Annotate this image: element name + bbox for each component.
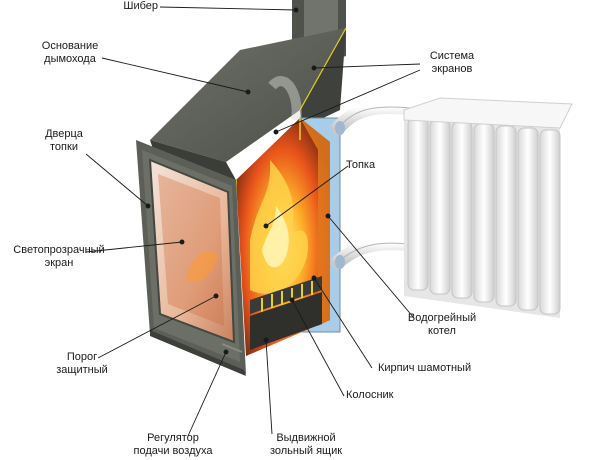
label-chimney-base: Основание дымохода <box>41 40 99 65</box>
label-firebox: Топка <box>346 159 376 171</box>
label-glass-screen: Светопрозрачный экран <box>13 244 105 269</box>
label-ash-drawer: Выдвижной зольный ящик <box>269 432 343 457</box>
firebox <box>235 118 330 356</box>
fire-door <box>136 140 246 376</box>
ash-drawer <box>250 292 322 350</box>
label-air-regulator: Регулятор подачи воздуха <box>133 432 213 457</box>
label-firebrick: Кирпич шамотный <box>378 362 472 374</box>
label-protective-sill: Порог защитный <box>56 351 108 376</box>
label-water-boiler: Водогрейный котел <box>407 312 477 337</box>
label-screen-system: Система экранов <box>429 50 475 75</box>
leader-lines <box>85 6 421 437</box>
label-shiber: Шибер <box>123 0 158 12</box>
label-grate: Колосник <box>346 389 394 401</box>
label-fire-door: Дверца топки <box>45 128 83 153</box>
chimney-base <box>150 27 347 180</box>
radiator-pipes <box>331 100 417 269</box>
radiator <box>403 97 573 318</box>
